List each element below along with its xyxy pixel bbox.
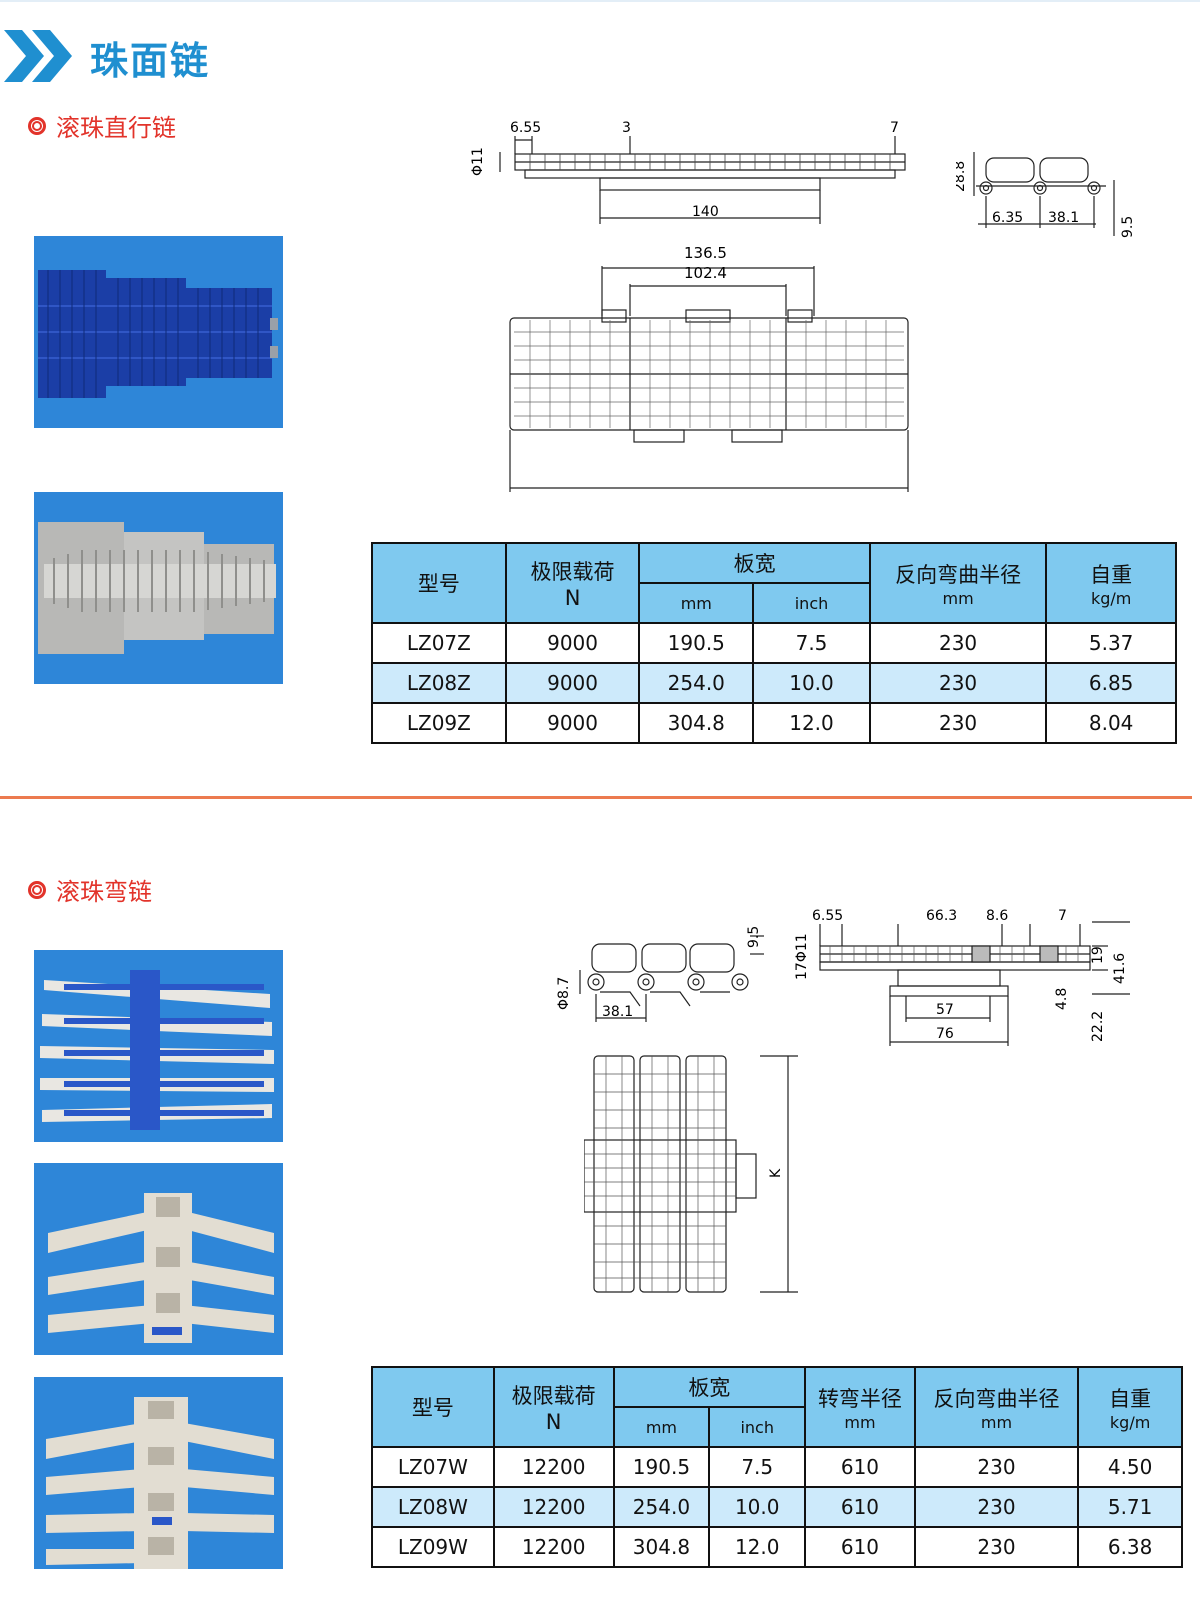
straight-chain-front-drawing: 6.55 3 7 Φ11 140 (470, 120, 906, 224)
header-width: 板宽 (638, 542, 871, 584)
header-width: 板宽 (612, 1366, 807, 1408)
dim-136-5: 136.5 (684, 244, 727, 262)
dim-38-1-b: 38.1 (602, 1004, 633, 1020)
straight-chain-spec-table: 型号 极限载荷 N 板宽 反向弯曲半径 mm 自重 kg/m mm inch L… (371, 542, 1177, 744)
dim-9-5-b: 9.5 (746, 926, 762, 948)
dim-k: K (768, 1168, 784, 1178)
header-width-inch: inch (752, 582, 871, 624)
header-width-mm: mm (638, 582, 755, 624)
header-load: 极限载荷 N (492, 1366, 615, 1448)
header-turn-radius: 转弯半径 mm (804, 1366, 916, 1448)
header-back-radius: 反向弯曲半径 mm (913, 1366, 1080, 1448)
section1-title: 滚珠直行链 (28, 108, 176, 143)
dim-6-55-b: 6.55 (812, 908, 843, 924)
header-back-radius: 反向弯曲半径 mm (868, 542, 1048, 624)
curve-chain-photo-blue (34, 950, 283, 1142)
header-weight: 自重 kg/m (1045, 542, 1177, 624)
header-model: 型号 (371, 1366, 495, 1448)
curve-chain-front-drawing: 6.55 66.3 8.6 7 17Φ11 19 41.6 4.8 22.2 5… (794, 908, 1130, 1046)
header-model: 型号 (371, 542, 507, 624)
double-chevron-icon (4, 30, 72, 82)
page-title: 珠面链 (90, 39, 211, 83)
straight-chain-photo-grey (34, 492, 283, 684)
curve-chain-plan-drawing: K (584, 1055, 798, 1293)
dim-38-1: 38.1 (1048, 210, 1079, 226)
header-weight: 自重 kg/m (1077, 1366, 1183, 1448)
curve-chain-photo-grey (34, 1163, 283, 1355)
straight-chain-side-drawing: 28.8 6.35 38.1 9.5 (956, 152, 1136, 238)
section1-title-text: 滚珠直行链 (56, 114, 176, 142)
section2-title: 滚珠弯链 (28, 872, 152, 907)
dim-19: 19 (1090, 946, 1106, 964)
dim-3: 3 (622, 120, 631, 136)
dim-7-b: 7 (1058, 908, 1067, 924)
target-icon (28, 116, 46, 135)
dim-6-35: 6.35 (992, 210, 1023, 226)
section2-title-text: 滚珠弯链 (56, 878, 152, 906)
dim-41-6: 41.6 (1112, 953, 1128, 984)
dim-17phi11: 17Φ11 (794, 933, 810, 980)
dim-phi11: Φ11 (470, 147, 486, 176)
dim-9-5: 9.5 (1120, 216, 1136, 238)
header-load: 极限载荷 N (504, 542, 641, 624)
target-icon (28, 880, 46, 899)
top-border (0, 0, 1200, 2)
straight-chain-photo-blue (34, 236, 283, 428)
dim-57: 57 (936, 1002, 954, 1018)
curve-chain-side-drawing: 9.5 Φ8.7 38.1 (556, 926, 764, 1022)
dim-4-8: 4.8 (1054, 988, 1070, 1010)
curve-chain-spec-table: 型号 极限载荷 N 板宽 转弯半径 mm 反向弯曲半径 mm 自重 kg/m m… (371, 1366, 1183, 1568)
dim-8-6: 8.6 (986, 908, 1008, 924)
header-width-mm: mm (612, 1406, 711, 1448)
dim-140: 140 (692, 204, 719, 220)
header-width-inch: inch (708, 1406, 807, 1448)
straight-chain-plan-drawing: 136.5 102.4 (509, 244, 909, 492)
dim-102-4: 102.4 (684, 264, 727, 282)
dim-7: 7 (890, 120, 899, 136)
dim-22-2: 22.2 (1090, 1011, 1106, 1042)
curve-chain-photo-grey-2 (34, 1377, 283, 1569)
dim-6-55: 6.55 (510, 120, 541, 136)
dim-28-8: 28.8 (956, 161, 968, 192)
dim-phi8-7: Φ8.7 (556, 977, 572, 1010)
dim-76: 76 (936, 1026, 954, 1042)
dim-66-3: 66.3 (926, 908, 957, 924)
section-divider (0, 796, 1192, 799)
